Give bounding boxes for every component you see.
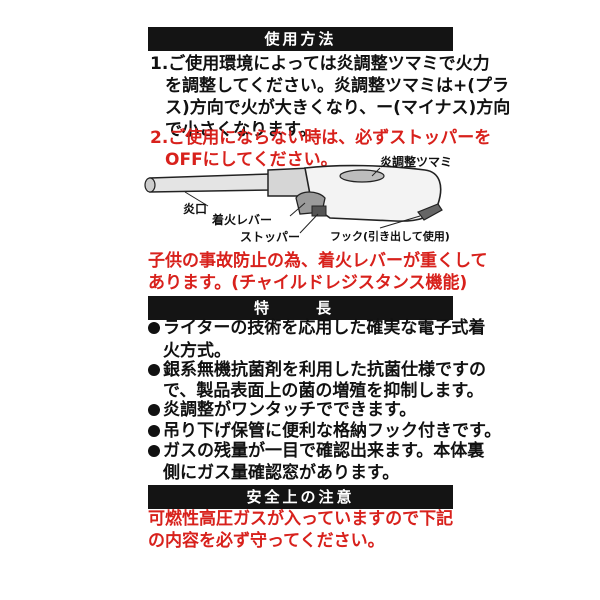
body-shape: [304, 164, 442, 222]
bullet-icon: [148, 404, 160, 416]
safety-line-1: 可燃性高圧ガスが入っていますので下記: [148, 509, 454, 529]
child-safety-line-2: あります。(チャイルドレジスタンス機能): [148, 273, 468, 293]
stopper-label: ストッパー: [240, 230, 301, 244]
hook-label: フック(引き出して使用): [330, 230, 450, 243]
feature-line: で、製品表面上の菌の増殖を抑制します。: [163, 381, 484, 401]
knob-shape: [339, 169, 385, 183]
feature-text: で、製品表面上の菌の増殖を抑制します。: [163, 381, 484, 401]
safety-header: 安全上の注意: [148, 485, 453, 509]
feature-line: 炎調整がワンタッチでできます。: [148, 400, 416, 420]
knob-label: 炎調整ツマミ: [380, 155, 453, 169]
usage-line-2: を調整してください。炎調整ツマミは+(プラ: [165, 76, 509, 96]
child-safety-line-1: 子供の事故防止の為、着火レバーが重くして: [148, 251, 488, 271]
bullet-icon: [148, 322, 160, 334]
bullet-icon: [148, 425, 160, 437]
usage-line-4: で小さくなります。: [165, 120, 317, 140]
feature-text: 銀系無機抗菌剤を利用した抗菌仕様ですの: [163, 360, 486, 380]
feature-line: 吊り下げ保管に便利な格納フック付きです。: [148, 421, 501, 441]
bullet-icon: [148, 364, 160, 376]
feature-line: 側にガス量確認窓があります。: [163, 463, 399, 483]
stopper-warning-line-2: OFFにしてください。: [165, 150, 338, 170]
feature-line: 火方式。: [163, 341, 231, 361]
feature-line: ガスの残量が一目で確認出来ます。本体裏: [148, 441, 484, 461]
feature-line: 銀系無機抗菌剤を利用した抗菌仕様ですの: [148, 360, 486, 380]
usage-header: 使用方法: [148, 27, 453, 51]
lever-label: 着火レバー: [212, 213, 273, 227]
feature-text: 吊り下げ保管に便利な格納フック付きです。: [163, 421, 502, 441]
feature-text: 火方式。: [163, 341, 231, 361]
usage-line-1: 1.ご使用環境によっては炎調整ツマミで火力: [150, 54, 490, 74]
features-header: 特 長: [148, 296, 453, 320]
feature-text: 側にガス量確認窓があります。: [163, 463, 400, 483]
bullet-icon: [148, 445, 160, 457]
hook-shape: [417, 203, 443, 221]
nozzle-label: 炎口: [183, 202, 208, 216]
nozzle-shape: [149, 173, 273, 193]
safety-line-2: の内容を必ず守ってください。: [148, 531, 385, 551]
usage-line-3: ス)方向で火が大きくなり、ー(マイナス)方向: [165, 98, 511, 118]
feature-text: ガスの残量が一目で確認出来ます。本体裏: [163, 441, 485, 461]
feature-text: ライターの技術を応用した確実な電子式着: [163, 318, 486, 338]
feature-line: ライターの技術を応用した確実な電子式着: [148, 318, 485, 338]
stopper-warning-line-1: 2.ご使用にならない時は、必ずストッパーを: [150, 128, 492, 148]
feature-text: 炎調整がワンタッチでできます。: [163, 400, 417, 420]
